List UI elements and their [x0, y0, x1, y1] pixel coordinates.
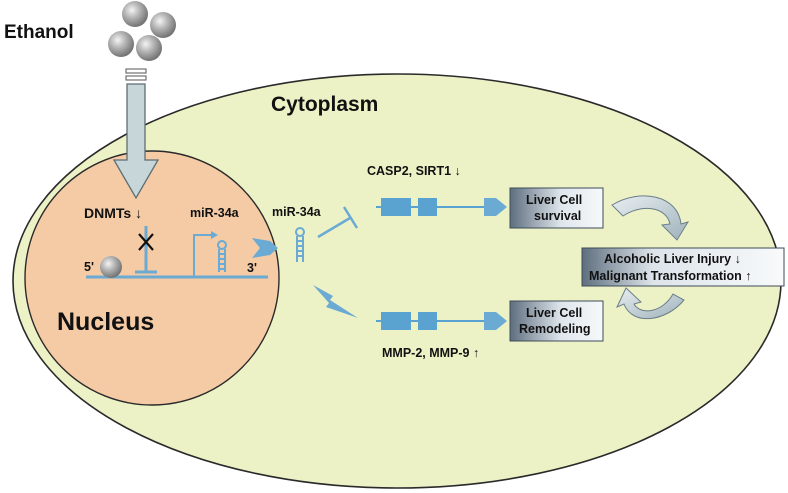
survival-line2: survival: [534, 209, 581, 223]
mmp-label: MMP-2, MMP-9 ↑: [382, 346, 479, 360]
x-mark-icon: [138, 233, 154, 251]
activation-arrow: [313, 285, 358, 318]
dnmts-label: DNMTs ↓: [84, 205, 142, 221]
mir34a-nucleus-label: miR-34a: [190, 206, 240, 220]
remodeling-line1: Liver Cell: [526, 306, 582, 320]
transcription-start-arrow: [193, 231, 218, 276]
ethanol-molecules: [108, 1, 176, 61]
exon-block: [381, 198, 411, 216]
ethanol-label: Ethanol: [4, 22, 74, 43]
dnmt-inhibition-icon: [135, 226, 157, 274]
outcome-box: Alcoholic Liver Injury ↓ Malignant Trans…: [581, 247, 785, 287]
exon-block: [418, 312, 437, 330]
gene-casp2-sirt1: [376, 198, 507, 216]
curved-arrow-icon: [615, 287, 685, 319]
curved-arrow-icon: [611, 195, 690, 241]
exon-block: [381, 312, 411, 330]
methyl-group-icon: [100, 256, 122, 278]
gene-mmp: [376, 312, 507, 330]
ethanol-molecule-icon: [150, 12, 176, 38]
nucleus-label: Nucleus: [57, 308, 154, 336]
hairpin-icon: [217, 240, 227, 272]
export-arrow: [252, 238, 278, 258]
gene-arrow: [484, 198, 507, 216]
remodeling-line2: Remodeling: [519, 322, 591, 336]
five-prime-label: 5': [84, 260, 94, 274]
ethanol-molecule-icon: [108, 31, 134, 57]
hairpin-icon: [295, 227, 305, 262]
liver-cell-survival-box: Liver Cell survival: [509, 187, 604, 229]
three-prime-label: 3': [247, 261, 257, 275]
ethanol-molecule-icon: [122, 1, 148, 27]
cytoplasm-label: Cytoplasm: [271, 93, 378, 116]
inhibition-icon: [317, 206, 359, 239]
liver-cell-remodeling-box: Liver Cell Remodeling: [509, 300, 604, 342]
outcome-line2: Malignant Transformation ↑: [589, 269, 752, 283]
survival-line1: Liver Cell: [526, 193, 582, 207]
outcome-line1: Alcoholic Liver Injury ↓: [604, 252, 741, 266]
exon-block: [418, 198, 437, 216]
gene-arrow: [484, 312, 507, 330]
ethanol-entry-arrow: [112, 68, 160, 200]
mir34a-cyto-label: miR-34a: [272, 205, 322, 219]
casp2-sirt1-label: CASP2, SIRT1 ↓: [367, 164, 461, 178]
ethanol-molecule-icon: [136, 35, 162, 61]
